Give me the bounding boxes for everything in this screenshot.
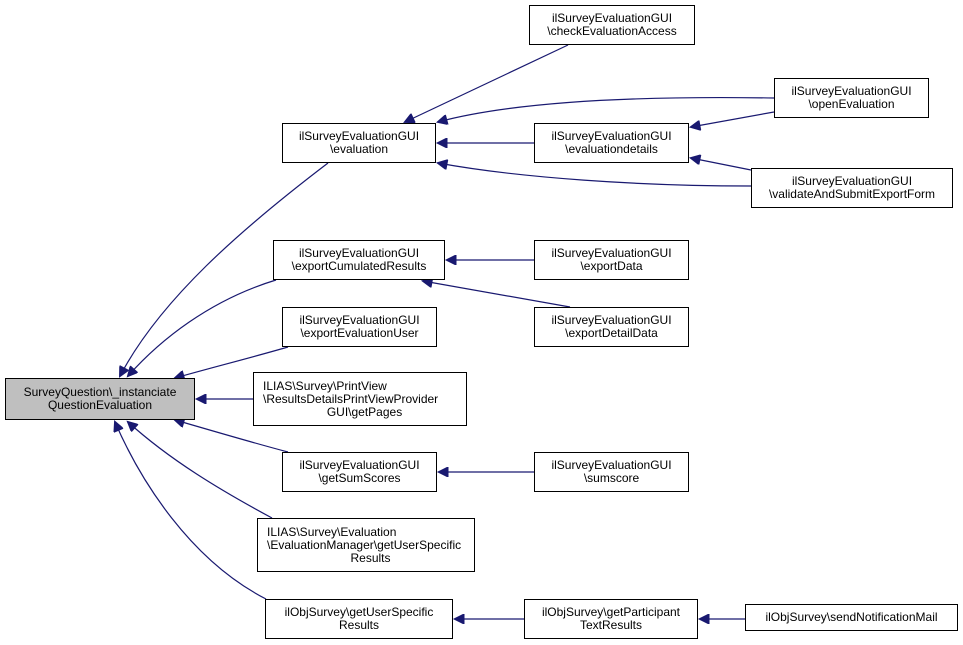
node-validateAndSubmitExportForm[interactable]: ilSurveyEvaluationGUI\validateAndSubmitE… <box>751 168 953 208</box>
node-label-line: ilSurveyEvaluationGUI <box>791 174 913 188</box>
node-evaluationdetails[interactable]: ilSurveyEvaluationGUI\evaluationdetails <box>534 123 689 163</box>
node-getPages[interactable]: ILIAS\Survey\PrintView\ResultsDetailsPri… <box>253 372 467 426</box>
node-exportDetailData[interactable]: ilSurveyEvaluationGUI\exportDetailData <box>534 307 689 347</box>
node-exportData[interactable]: ilSurveyEvaluationGUI\exportData <box>534 240 689 280</box>
node-label-line: ilSurveyEvaluationGUI <box>298 246 420 260</box>
node-label-line: \evaluation <box>329 142 389 156</box>
edge-openEvaluation-to-evaluation <box>438 96 775 122</box>
node-label-line: \evaluationdetails <box>565 142 658 156</box>
node-label-line: \getSumScores <box>318 471 401 485</box>
node-label-line: Results <box>350 550 391 565</box>
node-label-line: \exportDetailData <box>565 326 658 340</box>
node-label-line: TextResults <box>579 618 643 632</box>
edge-validateAndSubmitExportForm-to-evaluation <box>438 163 752 187</box>
node-label-line: \exportEvaluationUser <box>300 326 419 340</box>
node-label-line: ILIAS\Survey\PrintView <box>263 378 387 393</box>
node-label-line: GUI\getPages <box>326 404 403 419</box>
node-label-line: ilSurveyEvaluationGUI <box>791 84 912 98</box>
node-sendNotificationMail[interactable]: ilObjSurvey\sendNotificationMail <box>745 604 958 631</box>
edge-validateAndSubmitExportForm-to-evaluationdetails <box>691 158 752 171</box>
edge-exportEvaluationUser-to-root <box>175 346 289 378</box>
node-label-line: ilSurveyEvaluationGUI <box>299 313 420 327</box>
node-label-line: ilObjSurvey\sendNotificationMail <box>765 610 938 624</box>
node-label-line: ilSurveyEvaluationGUI <box>551 11 673 25</box>
node-label-line: \exportData <box>580 259 643 273</box>
edge-exportDetailData-to-exportCumulatedResults <box>423 281 571 308</box>
node-label-line: \openEvaluation <box>808 97 895 111</box>
node-exportCumulatedResults[interactable]: ilSurveyEvaluationGUI\exportCumulatedRes… <box>273 240 445 280</box>
node-exportEvaluationUser[interactable]: ilSurveyEvaluationGUI\exportEvaluationUs… <box>282 307 437 347</box>
node-label-line: ILIAS\Survey\Evaluation <box>267 524 397 539</box>
node-label-line: \EvaluationManager\getUserSpecific <box>267 537 462 552</box>
node-label-line: ilSurveyEvaluationGUI <box>299 458 420 472</box>
node-label-line: ilSurveyEvaluationGUI <box>551 458 672 472</box>
edge-exportCumulatedResults-to-root <box>128 279 277 376</box>
node-label-line: ilSurveyEvaluationGUI <box>551 129 672 143</box>
node-label-line: SurveyQuestion\_instanciate <box>23 385 177 399</box>
edge-openEvaluation-to-evaluationdetails <box>691 111 775 127</box>
node-label-line: Results <box>338 618 379 632</box>
node-label-line: ilSurveyEvaluationGUI <box>298 129 420 143</box>
node-label-line: \exportCumulatedResults <box>291 259 427 273</box>
node-evalManagerGetUserSpecificResults[interactable]: ILIAS\Survey\Evaluation\EvaluationManage… <box>257 518 475 572</box>
node-label-line: \ResultsDetailsPrintViewProvider <box>263 391 439 406</box>
node-sumscore[interactable]: ilSurveyEvaluationGUI\sumscore <box>534 452 689 492</box>
edge-checkEvaluationAccess-to-evaluation <box>405 44 569 122</box>
edge-evaluation-to-root <box>120 162 329 376</box>
node-label-line: \checkEvaluationAccess <box>547 24 677 38</box>
node-label-line: ilSurveyEvaluationGUI <box>551 313 672 327</box>
node-label-line: ilObjSurvey\getParticipant <box>541 605 681 619</box>
edge-evalManagerGetUserSpecificResults-to-root <box>128 422 273 519</box>
node-label-line: ilSurveyEvaluationGUI <box>551 246 672 260</box>
node-label-line: QuestionEvaluation <box>47 398 153 412</box>
node-openEvaluation[interactable]: ilSurveyEvaluationGUI\openEvaluation <box>774 78 929 118</box>
edge-objSurveyGetUserSpecificResults-to-root <box>115 422 267 600</box>
node-label-line: \validateAndSubmitExportForm <box>768 187 936 201</box>
node-getSumScores[interactable]: ilSurveyEvaluationGUI\getSumScores <box>282 452 437 492</box>
node-label-line: \sumscore <box>583 471 640 485</box>
edge-getSumScores-to-root <box>175 420 289 453</box>
node-checkEvaluationAccess[interactable]: ilSurveyEvaluationGUI\checkEvaluationAcc… <box>529 5 695 45</box>
node-evaluation[interactable]: ilSurveyEvaluationGUI\evaluation <box>282 123 436 163</box>
node-label-line: ilObjSurvey\getUserSpecific <box>284 605 434 619</box>
